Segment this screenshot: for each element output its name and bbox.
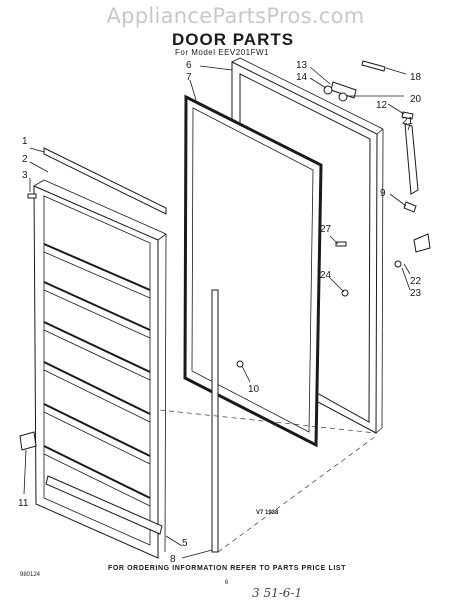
callout-23: 23 bbox=[410, 288, 422, 299]
bottom-trim-strip bbox=[45, 475, 163, 535]
callout-6: 6 bbox=[186, 60, 192, 71]
callout-14: 14 bbox=[296, 72, 308, 83]
page-title: DOOR PARTS bbox=[172, 30, 295, 49]
callout-8: 8 bbox=[170, 554, 176, 565]
callout-10: 10 bbox=[248, 384, 260, 395]
handwritten-note: 3 51-6-1 bbox=[252, 586, 303, 600]
callout-7: 7 bbox=[186, 72, 192, 83]
leader-lines bbox=[23, 65, 411, 559]
callout-24: 24 bbox=[320, 270, 332, 281]
callout-1: 1 bbox=[22, 136, 28, 147]
callout-13: 13 bbox=[296, 60, 308, 71]
callout-20: 20 bbox=[410, 94, 422, 105]
page-number: 6 bbox=[225, 580, 229, 586]
diagram-code: V7 1938 bbox=[256, 510, 279, 516]
callout-21: 21 bbox=[402, 116, 414, 127]
vertical-strip bbox=[211, 289, 219, 553]
callout-9: 9 bbox=[380, 188, 386, 199]
door-handle bbox=[404, 123, 419, 195]
callout-11: 11 bbox=[18, 498, 29, 509]
inner-door-liner bbox=[33, 179, 167, 559]
hinge-hardware bbox=[19, 60, 431, 451]
callout-3: 3 bbox=[22, 170, 28, 181]
door-gasket bbox=[183, 94, 323, 448]
callout-12: 12 bbox=[376, 100, 388, 111]
callout-5: 5 bbox=[182, 538, 188, 549]
model-subtitle: For Model EEV201FW1 bbox=[175, 48, 269, 57]
callout-18: 18 bbox=[410, 72, 422, 83]
ordering-info-footer: FOR ORDERING INFORMATION REFER TO PARTS … bbox=[108, 565, 347, 572]
callout-27: 27 bbox=[320, 224, 332, 235]
callout-22: 22 bbox=[410, 276, 422, 287]
site-watermark: AppliancePartsPros.com bbox=[106, 4, 365, 28]
callout-2: 2 bbox=[22, 154, 28, 165]
catalog-code: 980124 bbox=[20, 572, 41, 578]
